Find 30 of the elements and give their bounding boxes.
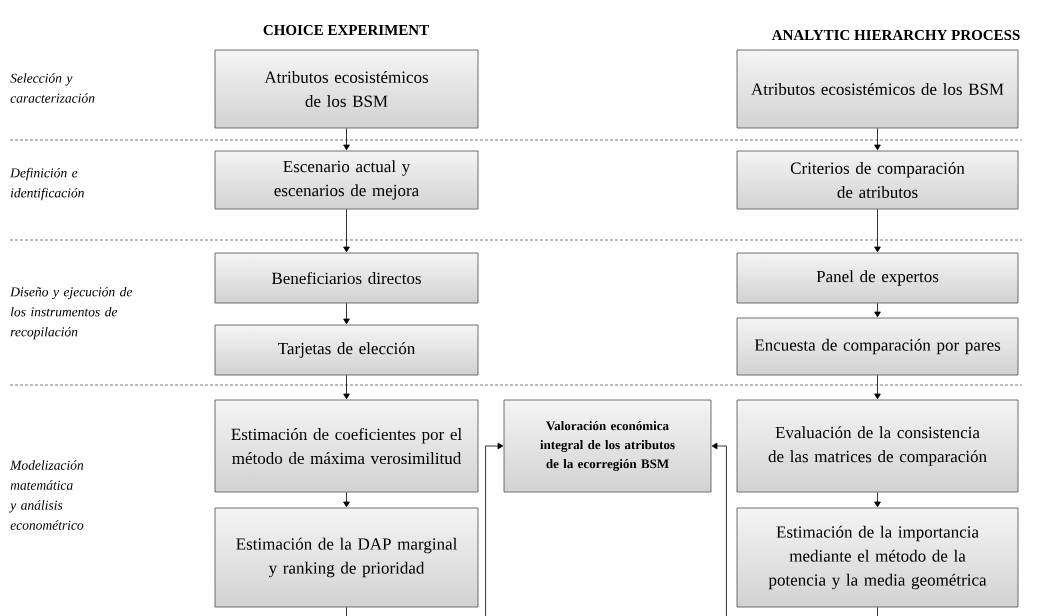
process-box: Atributos ecosistémicos de los BSM	[214, 49, 479, 129]
process-box: Estimación de la importancia mediante el método de la potencia y la media geométrica	[736, 507, 1019, 608]
arrow	[874, 303, 881, 318]
process-box: Valoración económica integral de los atributos de la ecorregión BSM	[503, 399, 712, 493]
arrow	[343, 303, 350, 325]
arrow	[346, 442, 504, 616]
process-box: Encuesta de comparación por pares	[736, 317, 1019, 376]
column-heading: CHOICE EXPERIMENT	[263, 24, 429, 36]
process-box: Tarjetas de elección	[214, 324, 479, 376]
stage-label: Modelización matemática y análisis econométrico	[9, 460, 84, 530]
arrow	[874, 375, 881, 400]
process-box: Criterios de comparación de atributos	[736, 150, 1019, 210]
process-box: Atributos ecosistémicos de los BSM	[736, 49, 1019, 129]
stage-label: Diseño y ejecución de los instrumentos de recopilación	[10, 286, 133, 340]
stage-label: Selección y caracterización	[10, 73, 95, 103]
process-box: Escenario actual y escenarios de mejora	[214, 150, 479, 210]
arrow	[874, 128, 881, 151]
stage-label: Definición e identificación	[10, 167, 84, 201]
process-box: Beneficiarios directos	[214, 252, 479, 304]
arrow	[343, 128, 350, 151]
arrow	[343, 492, 350, 508]
process-box: Estimación de coeficientes por el método de máxima verosimilitud	[214, 399, 479, 493]
arrow	[343, 375, 350, 400]
arrow	[874, 209, 881, 253]
arrow	[711, 442, 878, 616]
process-box: Evaluación de la consistencia de las matrices de comparación	[736, 399, 1019, 493]
process-box: Panel de expertos	[736, 252, 1019, 304]
process-box: Estimación de la DAP marginal y ranking de prioridad	[214, 507, 479, 608]
arrow	[874, 492, 881, 508]
arrow	[343, 209, 350, 253]
